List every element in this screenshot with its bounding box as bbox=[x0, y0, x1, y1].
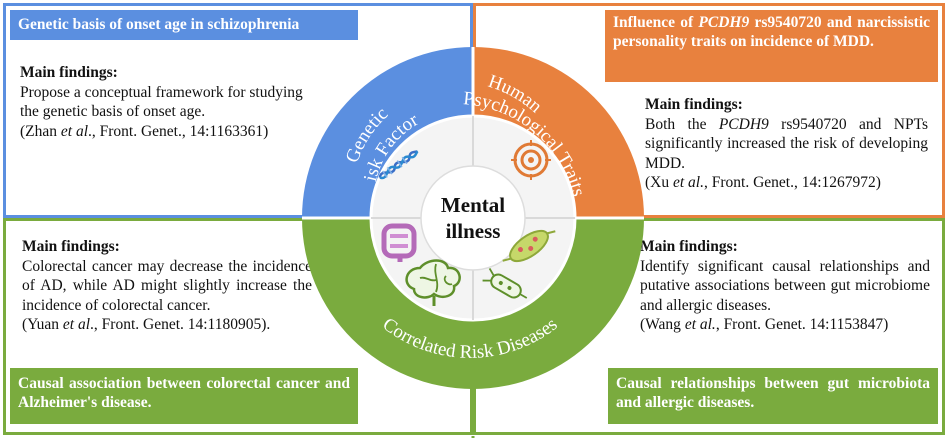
banner-gene-name: PCDH9 bbox=[698, 14, 750, 31]
citation-post: , Front. Genet., 14:1267972) bbox=[703, 174, 881, 191]
target-icon bbox=[511, 140, 551, 180]
intestine-icon bbox=[381, 223, 417, 262]
banner-gut-microbiota-allergy: Causal relationships between gut microbi… bbox=[608, 368, 938, 424]
citation-etal: et al bbox=[62, 316, 91, 333]
findings-heading: Main findings: bbox=[22, 238, 120, 255]
center-circle bbox=[420, 165, 526, 271]
citation: (Zhan et al., Front. Genet., 14:1163361) bbox=[20, 122, 320, 142]
findings-bottom-left: Main findings: Colorectal cancer may dec… bbox=[22, 237, 312, 335]
findings-gene-name: PCDH9 bbox=[718, 115, 769, 133]
findings-body: Identify significant causal relationship… bbox=[640, 257, 930, 314]
center-title-line2: illness bbox=[446, 219, 501, 243]
findings-heading: Main findings: bbox=[645, 96, 743, 113]
banner-text-pre: Influence of bbox=[613, 14, 699, 31]
citation-etal: et al. bbox=[672, 174, 704, 191]
citation: (Yuan et al., Front. Genet. 14:1180905). bbox=[22, 315, 312, 335]
citation: (Wang et al., Front. Genet. 14:1153847) bbox=[640, 315, 930, 335]
findings-heading: Main findings: bbox=[640, 238, 738, 255]
findings-body-pre: Both the bbox=[645, 115, 719, 133]
bacteria-icon bbox=[502, 229, 556, 263]
citation-pre: (Yuan bbox=[22, 316, 63, 333]
citation-etal: et al. bbox=[684, 316, 716, 333]
citation-post: ., Front. Genet., 14:1163361) bbox=[88, 122, 269, 140]
banner-text-post: rs9540720 and narcissistic personality t… bbox=[613, 14, 930, 50]
findings-body-post: rs9540720 and NPTs significantly increas… bbox=[645, 115, 928, 172]
banner-colorectal-alzheimers: Causal association between colorectal ca… bbox=[10, 368, 358, 424]
citation-pre: (Wang bbox=[640, 316, 685, 333]
citation-pre: (Zhan bbox=[20, 122, 61, 140]
citation-post: ., Front. Genet. 14:1180905). bbox=[90, 316, 271, 333]
findings-heading: Main findings: bbox=[20, 64, 118, 81]
banner-pcdh9-mdd: Influence of PCDH9 rs9540720 and narciss… bbox=[605, 10, 938, 82]
citation-etal: et al bbox=[60, 122, 89, 140]
dna-icon bbox=[378, 150, 419, 180]
brain-icon bbox=[405, 259, 461, 306]
findings-bottom-right: Main findings: Identify significant caus… bbox=[640, 237, 930, 335]
findings-top-left: Main findings: Propose a conceptual fram… bbox=[20, 63, 320, 141]
findings-top-right: Main findings: Both the PCDH9 rs9540720 … bbox=[645, 95, 928, 193]
findings-body: Propose a conceptual framework for study… bbox=[20, 83, 303, 121]
findings-body: Both the PCDH9 rs9540720 and NPTs signif… bbox=[645, 115, 928, 174]
citation: (Xu et al., Front. Genet., 14:1267972) bbox=[645, 173, 928, 193]
findings-body: Colorectal cancer may decrease the incid… bbox=[22, 257, 312, 314]
citation-pre: (Xu bbox=[645, 174, 673, 191]
banner-schizophrenia-onset: Genetic basis of onset age in schizophre… bbox=[10, 10, 358, 40]
center-title-line1: Mental bbox=[441, 193, 505, 217]
citation-post: , Front. Genet. 14:1153847) bbox=[715, 316, 889, 333]
microbe-icon bbox=[482, 267, 528, 299]
